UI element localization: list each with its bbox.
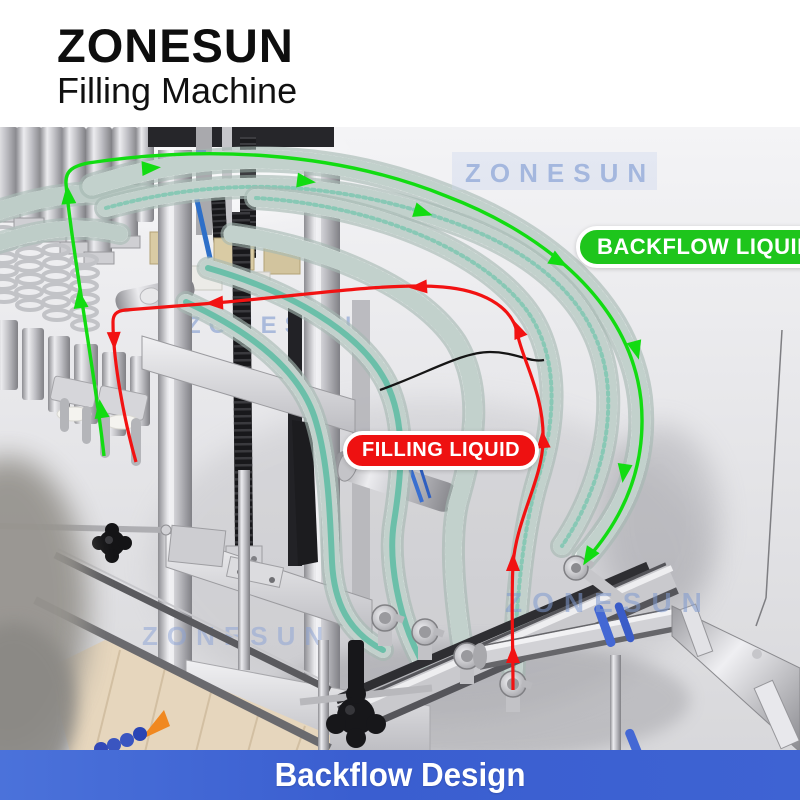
header: ZONESUN Filling Machine: [0, 0, 800, 127]
backflow-liquid-path: [61, 152, 644, 566]
return-pipe: [473, 602, 800, 767]
hose-pointer-line: [379, 350, 545, 392]
pipe-support-rod: [610, 655, 621, 752]
brand-logo: ZONESUN: [57, 19, 294, 72]
svg-text:ZONESUN: ZONESUN: [465, 158, 655, 188]
clamp-knob: [326, 640, 386, 748]
wall-wire: [765, 329, 783, 599]
star-knob: [92, 523, 132, 563]
caption-banner: Backflow Design: [0, 750, 800, 800]
caption-text: Backflow Design: [274, 756, 526, 793]
hose: [175, 291, 394, 661]
zonesun-watermark: ZONESUN: [452, 152, 657, 190]
tri-clamp-fitting: [453, 642, 487, 684]
zonesun-watermark: ZONESUN: [505, 587, 712, 618]
tri-clamp-fitting: [411, 618, 445, 660]
brand-subtitle: Filling Machine: [57, 70, 298, 111]
hose: [220, 222, 486, 684]
hose: [0, 217, 131, 255]
backflow-liquid-label: BACKFLOW LIQUID: [576, 226, 800, 268]
filling-liquid-path: [106, 279, 551, 691]
manifold: [334, 555, 800, 767]
filling-liquid-label: FILLING LIQUID: [343, 431, 540, 470]
hose: [244, 186, 564, 698]
tri-clamp-fitting: [371, 604, 405, 646]
